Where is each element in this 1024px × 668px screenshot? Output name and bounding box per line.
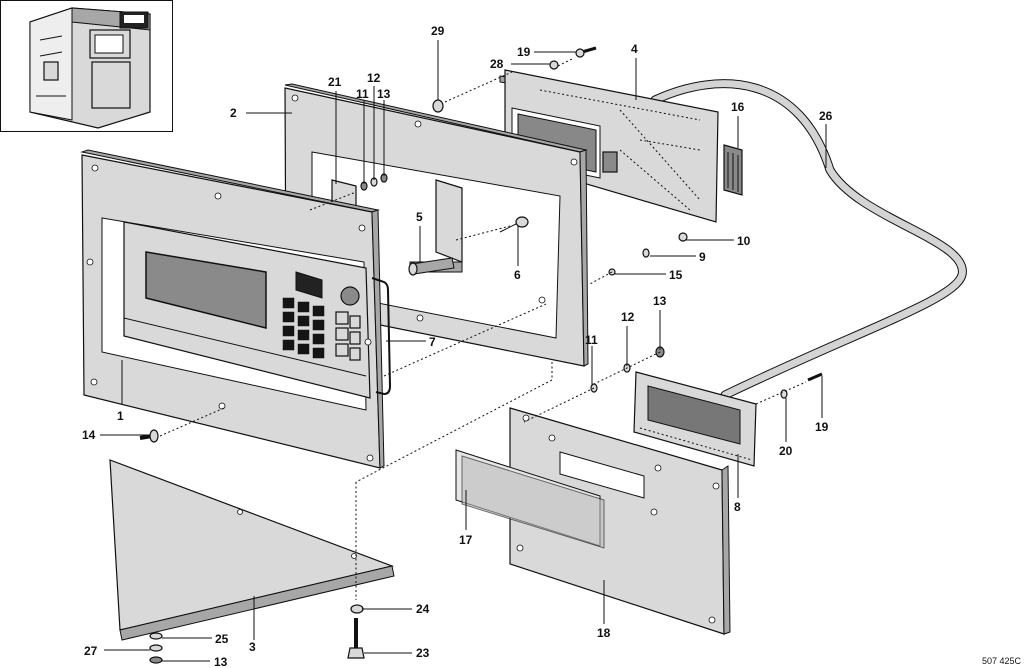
connector-16 xyxy=(723,144,743,196)
label-7: 7 xyxy=(429,335,436,349)
label-13b: 13 xyxy=(653,294,667,308)
mounting-plate-18 xyxy=(509,407,731,635)
label-28: 28 xyxy=(490,57,504,71)
label-29: 29 xyxy=(431,24,445,38)
hardware xyxy=(139,46,823,664)
label-19a: 19 xyxy=(517,45,531,59)
label-4: 4 xyxy=(631,42,638,56)
gasket-7 xyxy=(371,277,392,396)
label-12b: 12 xyxy=(621,310,635,324)
display-board-8 xyxy=(633,371,757,467)
label-26: 26 xyxy=(819,109,833,123)
keypad xyxy=(282,297,361,361)
label-14: 14 xyxy=(82,428,96,442)
label-9: 9 xyxy=(699,250,706,264)
screw-5 xyxy=(408,257,455,276)
label-20: 20 xyxy=(779,444,793,458)
window-17 xyxy=(455,449,605,549)
label-12a: 12 xyxy=(367,71,381,85)
label-19b: 19 xyxy=(815,420,829,434)
label-3: 3 xyxy=(249,640,256,654)
label-5: 5 xyxy=(416,210,423,224)
drawing-reference: 507 425C xyxy=(982,656,1022,666)
label-10: 10 xyxy=(737,234,751,248)
label-27: 27 xyxy=(84,644,98,658)
label-15: 15 xyxy=(669,268,683,282)
label-25: 25 xyxy=(215,632,229,646)
label-13c: 13 xyxy=(214,655,228,668)
label-11b: 11 xyxy=(585,333,598,347)
callout-labels: 1 2 3 4 5 6 7 8 9 10 11 11 12 12 13 13 1… xyxy=(82,24,1022,668)
label-16: 16 xyxy=(731,100,745,114)
label-8: 8 xyxy=(734,500,741,514)
label-1: 1 xyxy=(117,409,124,423)
label-2: 2 xyxy=(230,106,237,120)
label-13a: 13 xyxy=(377,87,391,101)
label-6: 6 xyxy=(514,268,521,282)
label-11a: 11 xyxy=(356,87,369,101)
assembly-lines xyxy=(159,57,807,600)
label-18: 18 xyxy=(597,626,611,640)
label-24: 24 xyxy=(416,602,430,616)
machine-overview-inset xyxy=(0,0,173,132)
label-17: 17 xyxy=(459,533,473,547)
label-23: 23 xyxy=(416,646,430,660)
screw-6 xyxy=(499,216,529,233)
label-21: 21 xyxy=(328,75,342,89)
leader-lines xyxy=(100,40,827,662)
bottom-plate-3 xyxy=(109,459,395,641)
